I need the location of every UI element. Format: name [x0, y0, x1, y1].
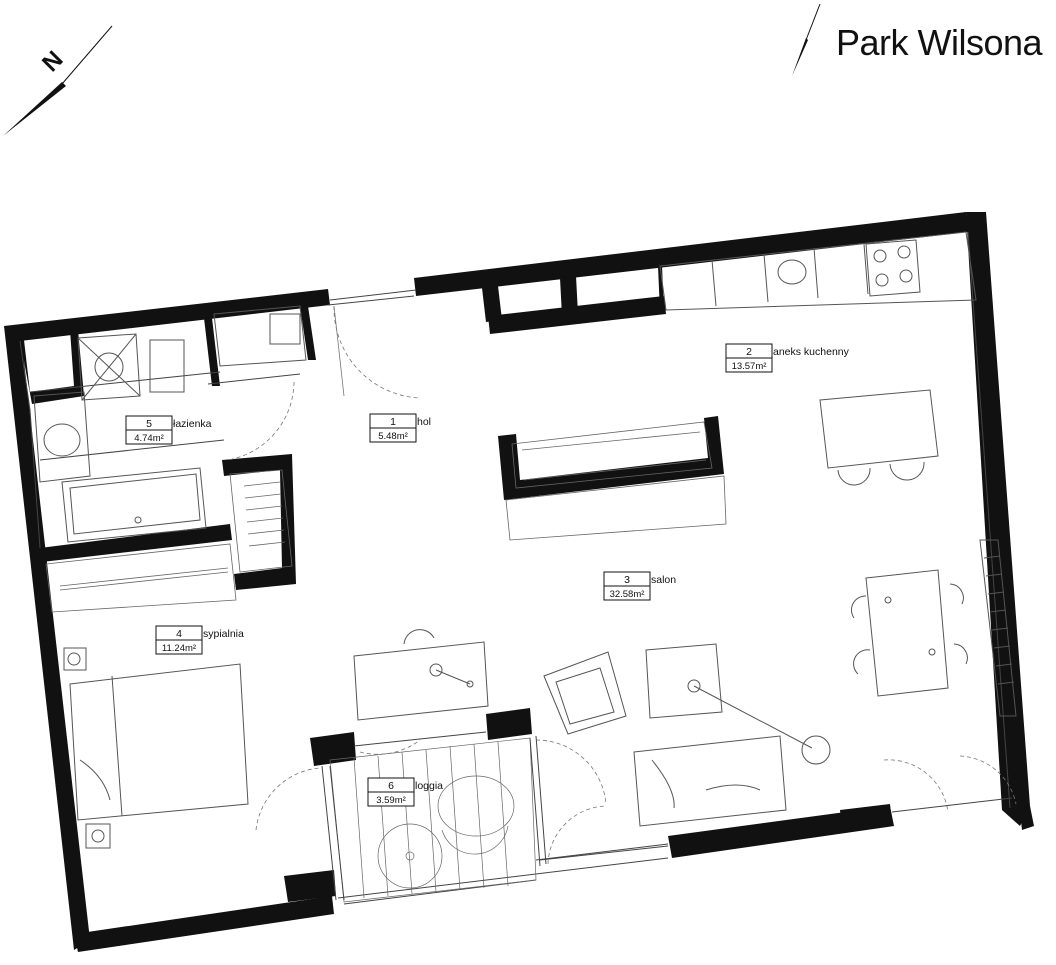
bedroom-furniture [63, 647, 249, 849]
brand-slash-icon [792, 3, 821, 76]
room-name: aneks kuchenny [773, 346, 850, 358]
room-number: 1 [390, 416, 396, 428]
room-number: 5 [146, 418, 152, 430]
room-area: 13.57m² [732, 361, 767, 372]
room-number: 6 [388, 780, 394, 792]
room-area-box [603, 585, 651, 601]
room-name: hol [417, 416, 431, 428]
room-name: sypialnia [203, 628, 244, 640]
room-number: 4 [176, 628, 182, 640]
room-labels: 1 5.48m² hol 2 13.57m² aneks kuchenny 3 32.58m²… [125, 343, 850, 807]
room-label-5: 5 4.74m² łazienka [125, 415, 212, 445]
room-area-box [725, 357, 773, 373]
window-frames [321, 731, 1013, 901]
room-area-box [155, 639, 203, 655]
room-area: 11.24m² [162, 643, 196, 654]
room-label-6: 6 3.59m² loggia [367, 777, 443, 807]
room-area-box [367, 791, 415, 807]
room-number: 3 [624, 574, 630, 586]
walls [4, 212, 1034, 952]
living-furniture [353, 539, 1017, 827]
bathroom-fixtures [33, 305, 307, 543]
room-label-1: 1 5.48m² hol [369, 413, 431, 443]
room-label-3: 3 32.58m² salon [603, 571, 676, 601]
brand-name: Park Wilsona [836, 22, 1043, 63]
room-area: 3.59m² [376, 795, 406, 806]
room-name: loggia [415, 780, 443, 792]
room-area: 4.74m² [134, 433, 164, 444]
kitchen-counter [659, 231, 977, 486]
room-label-2: 2 13.57m² aneks kuchenny [725, 343, 850, 373]
inner-lines [19, 231, 1011, 905]
wardrobes [45, 421, 727, 613]
room-name: salon [651, 574, 676, 586]
room-name: łazienka [173, 418, 212, 430]
doors [227, 305, 1017, 865]
room-area-box [125, 429, 173, 445]
room-label-4: 4 11.24m² sypialnia [155, 625, 244, 655]
room-area-box [369, 427, 417, 443]
room-area: 32.58m² [610, 589, 645, 600]
room-area: 5.48m² [378, 431, 408, 442]
north-label: N [37, 46, 68, 77]
north-arrow-icon: N [3, 25, 113, 136]
room-number: 2 [746, 346, 752, 358]
